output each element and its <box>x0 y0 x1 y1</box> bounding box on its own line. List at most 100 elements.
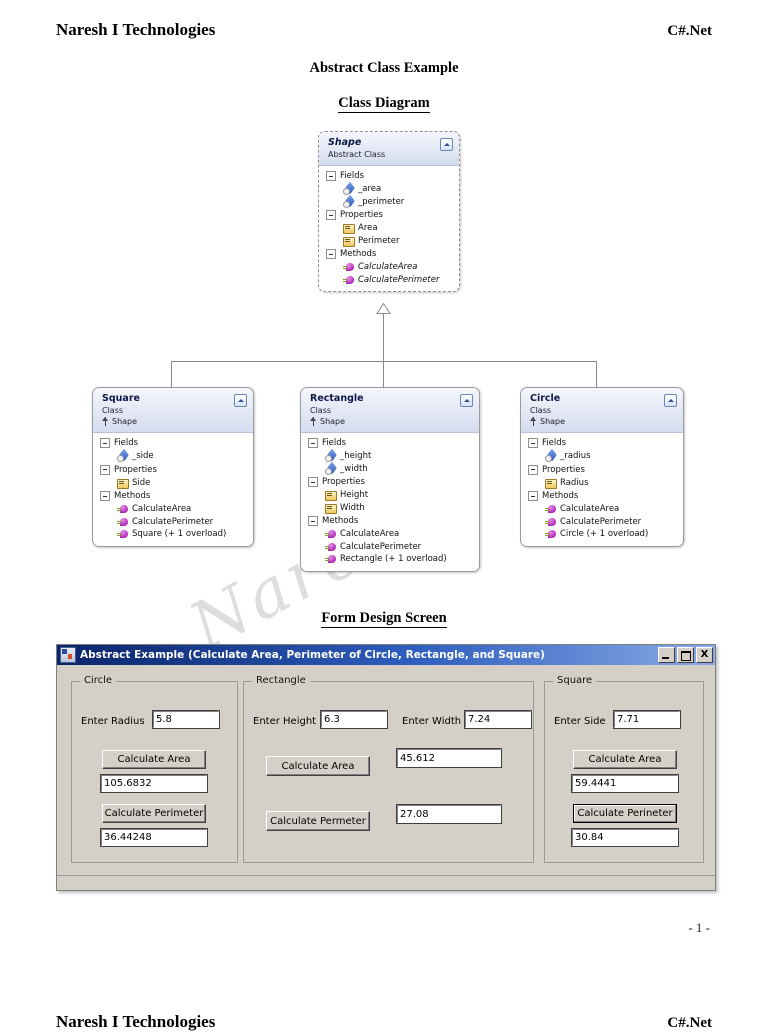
expand-collapse-icon[interactable] <box>308 516 318 526</box>
uml-group-methods[interactable]: Methods <box>301 514 479 528</box>
expand-collapse-icon[interactable] <box>326 249 336 259</box>
square-calculate-perimeter-button[interactable]: Calculate Perineter <box>573 804 677 823</box>
uml-group-properties[interactable]: Properties <box>521 463 683 477</box>
minimize-button[interactable] <box>658 647 675 663</box>
collapse-chevron-icon[interactable] <box>234 394 247 407</box>
uml-member[interactable]: CalculateArea <box>93 503 253 516</box>
rectangle-groupbox: Rectangle <box>243 675 534 863</box>
uml-group-fields[interactable]: Fields <box>319 169 459 183</box>
rectangle-calculate-area-button[interactable]: Calculate Area <box>266 756 370 776</box>
expand-collapse-icon[interactable] <box>528 491 538 501</box>
uml-member[interactable]: CalculateArea <box>319 261 459 274</box>
inheritance-line-horizontal <box>171 361 596 362</box>
uml-group-label: Fields <box>114 438 139 448</box>
expand-collapse-icon[interactable] <box>100 464 110 475</box>
field-icon <box>343 197 354 208</box>
expand-collapse-icon[interactable] <box>528 464 538 475</box>
circle-calculate-perimeter-button[interactable]: Calculate Perimeter <box>102 804 206 823</box>
uml-class-shape[interactable]: Shape Abstract Class Fields_area_perimet… <box>318 131 460 292</box>
rectangle-width-input[interactable]: 7.24 <box>464 710 532 729</box>
uml-member[interactable]: CalculatePerimeter <box>319 274 459 287</box>
uml-member[interactable]: Height <box>301 489 479 502</box>
uml-member-name: Square (+ 1 overload) <box>132 529 227 539</box>
uml-member[interactable]: Radius <box>521 477 683 490</box>
square-calculate-area-button[interactable]: Calculate Area <box>573 750 677 769</box>
uml-member[interactable]: _height <box>301 450 479 463</box>
uml-group-methods[interactable]: Methods <box>521 489 683 503</box>
expand-collapse-icon[interactable] <box>528 438 538 448</box>
uml-member[interactable]: Circle (+ 1 overload) <box>521 528 683 541</box>
uml-member-name: _height <box>340 451 372 461</box>
rectangle-calculate-perimeter-button[interactable]: Calculate Permeter <box>266 811 370 831</box>
document-title: Abstract Class Example <box>309 60 459 76</box>
expand-collapse-icon[interactable] <box>100 438 110 448</box>
uml-member[interactable]: CalculatePerimeter <box>301 541 479 554</box>
maximize-button[interactable] <box>677 647 694 663</box>
collapse-chevron-icon[interactable] <box>460 394 473 407</box>
uml-class-square-base: Shape <box>102 416 246 427</box>
uml-member[interactable]: Area <box>319 222 459 235</box>
circle-calculate-area-button[interactable]: Calculate Area <box>102 750 206 769</box>
expand-collapse-icon[interactable] <box>308 438 318 448</box>
uml-member[interactable]: CalculateArea <box>521 503 683 516</box>
uml-group-properties[interactable]: Properties <box>93 463 253 477</box>
rectangle-perimeter-output[interactable]: 27.08 <box>396 804 502 824</box>
circle-groupbox: Circle <box>71 675 238 863</box>
uml-member[interactable]: _area <box>319 183 459 196</box>
uml-member[interactable]: Square (+ 1 overload) <box>93 528 253 541</box>
uml-member[interactable]: Width <box>301 502 479 515</box>
uml-member[interactable]: _width <box>301 463 479 476</box>
field-icon <box>325 464 336 475</box>
close-button[interactable]: X <box>696 647 713 663</box>
uml-member-name: Area <box>358 223 378 233</box>
collapse-chevron-icon[interactable] <box>664 394 677 407</box>
square-area-output[interactable]: 59.4441 <box>571 774 679 793</box>
square-side-input[interactable]: 7.71 <box>613 710 681 729</box>
uml-member[interactable]: Rectangle (+ 1 overload) <box>301 553 479 566</box>
circle-radius-input[interactable]: 5.8 <box>152 710 220 729</box>
uml-group-fields[interactable]: Fields <box>301 436 479 450</box>
circle-groupbox-label: Circle <box>80 675 117 686</box>
square-perimeter-output[interactable]: 30.84 <box>571 828 679 847</box>
rectangle-height-input[interactable]: 6.3 <box>320 710 388 729</box>
uml-group-label: Properties <box>542 464 585 475</box>
uml-group-fields[interactable]: Fields <box>93 436 253 450</box>
uml-member-name: Rectangle (+ 1 overload) <box>340 554 447 564</box>
uml-member[interactable]: _radius <box>521 450 683 463</box>
expand-collapse-icon[interactable] <box>100 491 110 501</box>
uml-member-name: Radius <box>560 477 589 488</box>
uml-group-properties[interactable]: Properties <box>319 208 459 222</box>
circle-area-output[interactable]: 105.6832 <box>100 774 208 793</box>
uml-class-shape-kind: Abstract Class <box>328 150 386 159</box>
rectangle-area-output[interactable]: 45.612 <box>396 748 502 768</box>
uml-member[interactable]: _side <box>93 450 253 463</box>
window-controls: X <box>658 647 713 663</box>
uml-member[interactable]: CalculateArea <box>301 528 479 541</box>
uml-group-label: Properties <box>114 464 157 475</box>
uml-group-methods[interactable]: Methods <box>319 247 459 261</box>
expand-collapse-icon[interactable] <box>326 171 336 181</box>
uml-member[interactable]: CalculatePerimeter <box>521 516 683 529</box>
page-number: - 1 - <box>688 920 710 935</box>
collapse-chevron-icon[interactable] <box>440 138 453 151</box>
circle-perimeter-output[interactable]: 36.44248 <box>100 828 208 847</box>
uml-member[interactable]: CalculatePerimeter <box>93 516 253 529</box>
uml-group-label: Methods <box>114 491 151 501</box>
uml-member[interactable]: Side <box>93 477 253 490</box>
uml-member[interactable]: Perimeter <box>319 235 459 248</box>
uml-member[interactable]: _perimeter <box>319 196 459 209</box>
uml-group-fields[interactable]: Fields <box>521 436 683 450</box>
property-icon <box>343 223 355 235</box>
expand-collapse-icon[interactable] <box>308 477 318 487</box>
form-titlebar[interactable]: Abstract Example (Calculate Area, Perime… <box>57 645 715 665</box>
uml-group-label: Properties <box>340 210 383 220</box>
uml-group-methods[interactable]: Methods <box>93 489 253 503</box>
expand-collapse-icon[interactable] <box>326 210 336 220</box>
property-icon <box>545 478 557 489</box>
uml-class-rectangle[interactable]: Rectangle Class Shape Fields_height_widt… <box>300 387 480 572</box>
uml-group-properties[interactable]: Properties <box>301 475 479 489</box>
